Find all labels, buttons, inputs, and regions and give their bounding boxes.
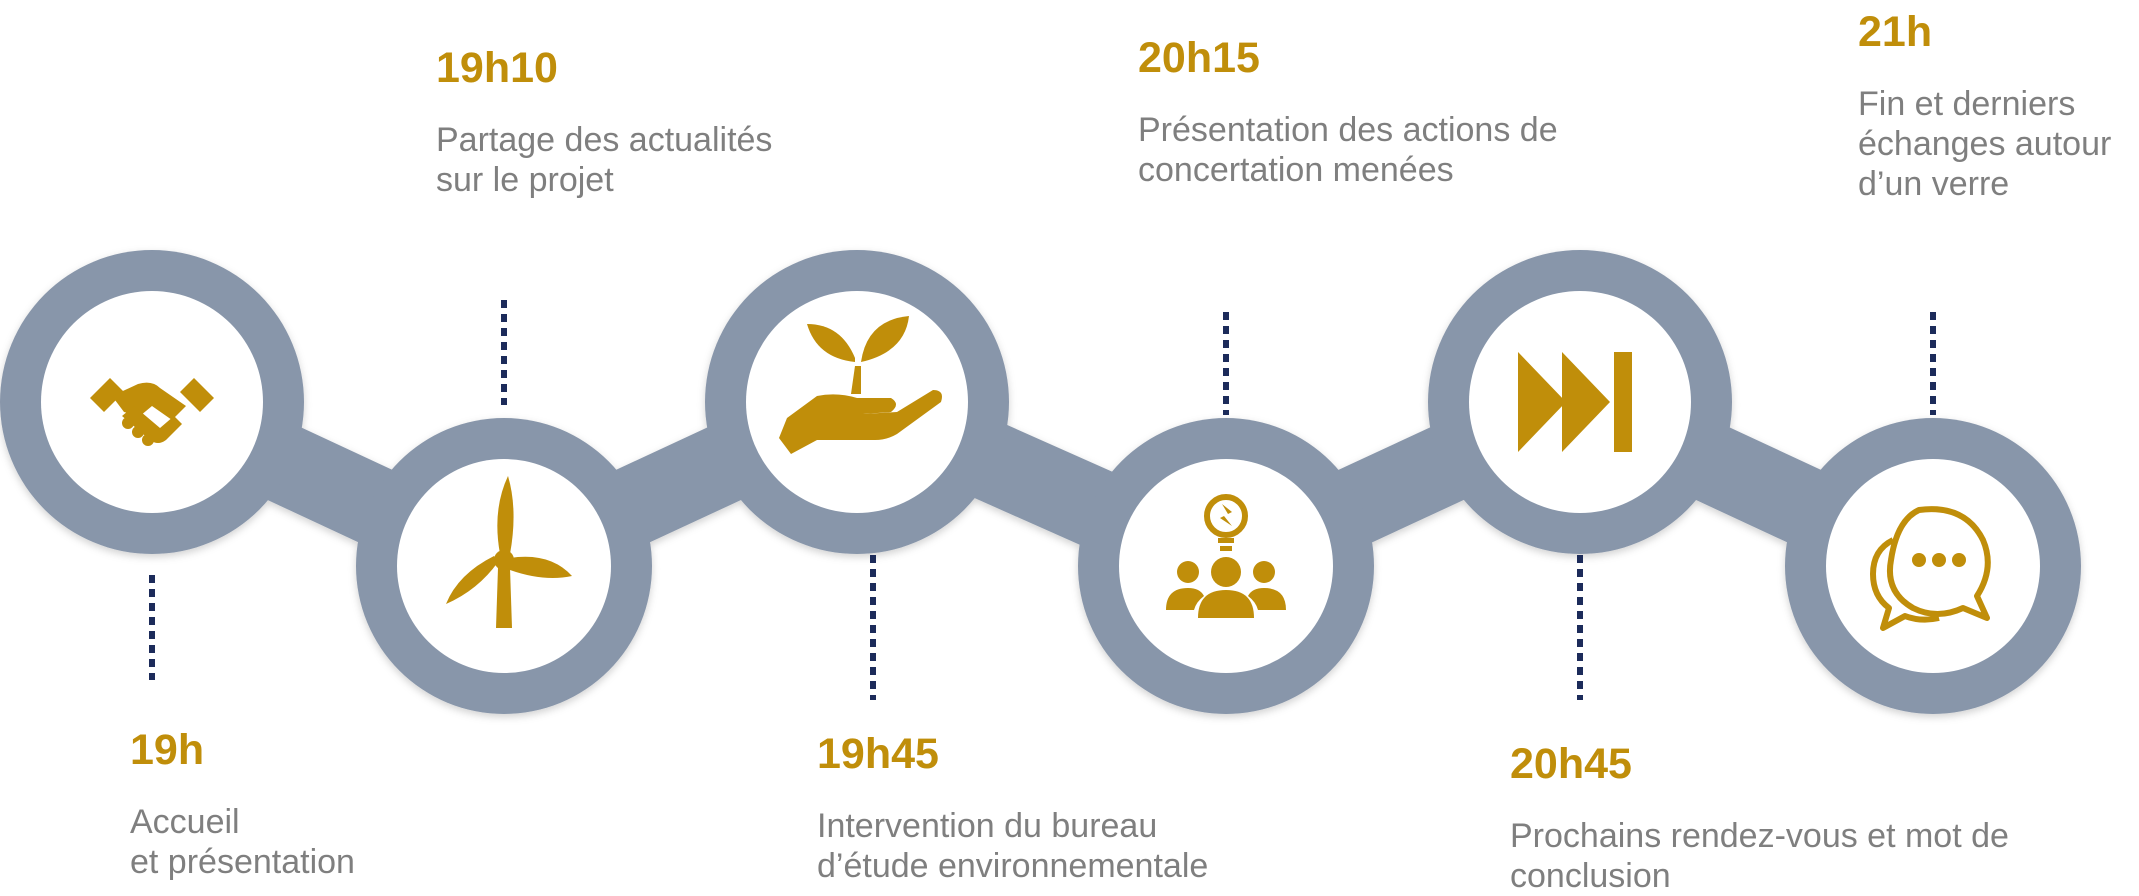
step-time: 19h10 <box>436 44 558 92</box>
step-description: Intervention du bureau d’étude environne… <box>817 807 1209 885</box>
team-idea-icon <box>1166 494 1286 618</box>
step-19h: 19h Accueil et présentation <box>130 726 355 882</box>
dotted-leaders <box>149 300 1936 700</box>
step-time: 19h <box>130 726 205 774</box>
step-description: Prochains rendez-vous et mot de conclusi… <box>1510 817 2009 895</box>
step-19h45: 19h45 Intervention du bureau d’étude env… <box>817 730 1208 886</box>
step-19h10: 19h10 Partage des actualités sur le proj… <box>436 44 772 200</box>
step-20h15: 20h15 Présentation des actions de concer… <box>1138 34 1558 190</box>
step-21h: 21h Fin et derniers échanges autour d’un… <box>1858 8 2111 204</box>
timeline-track <box>0 250 2081 714</box>
step-description: Accueil et présentation <box>130 803 355 881</box>
step-20h45: 20h45 Prochains rendez-vous et mot de co… <box>1510 740 2009 896</box>
step-time: 21h <box>1858 8 1933 56</box>
wind-turbine-icon <box>446 476 572 628</box>
chat-bubbles-icon <box>1870 506 1991 631</box>
step-time: 20h45 <box>1510 740 1632 788</box>
step-description: Partage des actualités sur le projet <box>436 121 773 199</box>
step-description: Présentation des actions de concertation… <box>1138 111 1558 189</box>
step-time: 20h15 <box>1138 34 1260 82</box>
fast-forward-icon <box>1518 352 1632 452</box>
plant-in-hand-icon <box>779 316 942 454</box>
step-time: 19h45 <box>817 730 939 778</box>
step-description: Fin et derniers échanges autour d’un ver… <box>1858 85 2112 203</box>
handshake-icon <box>90 378 214 446</box>
